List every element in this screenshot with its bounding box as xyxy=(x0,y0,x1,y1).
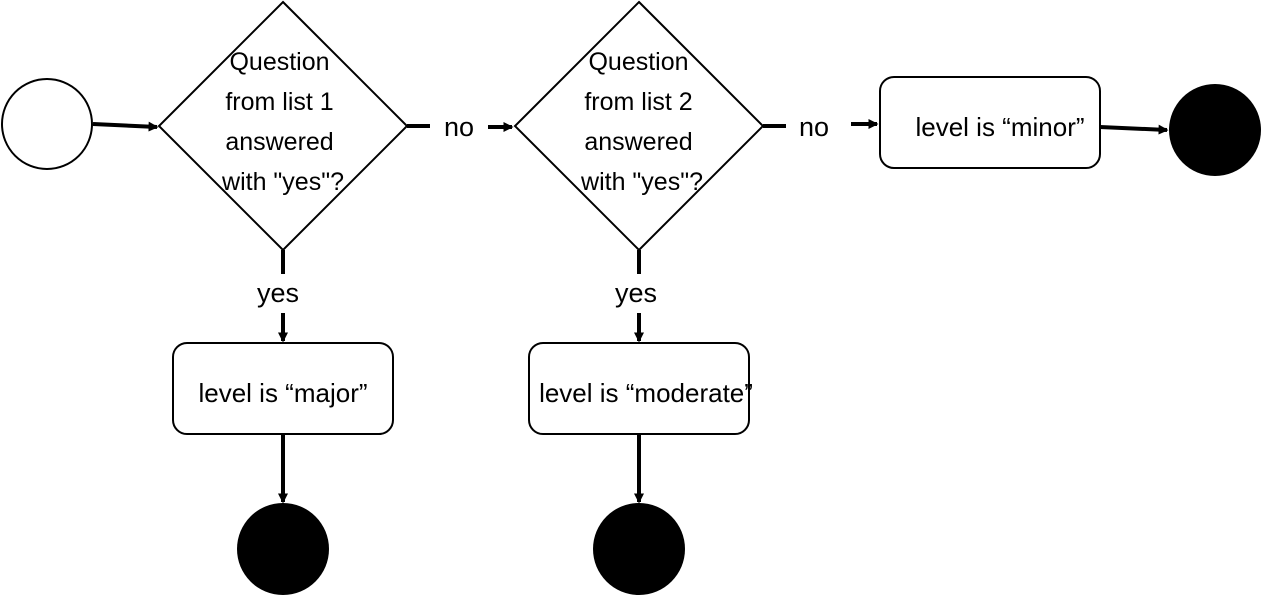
decision1-line-2: from list 1 xyxy=(225,88,333,116)
decision1-yes-label: yes xyxy=(257,278,299,308)
decision2-no-label: no xyxy=(799,112,829,142)
decision1-diamond xyxy=(157,0,409,252)
decision2-line-4: with "yes"? xyxy=(580,168,703,196)
decision1-line-4: with "yes"? xyxy=(221,168,344,196)
edge-start-to-decision1 xyxy=(92,121,159,132)
decision1-line-3: answered xyxy=(225,128,333,156)
decision1-text: Question from list 1 answered with "yes"… xyxy=(221,48,344,196)
decision2-text: Question from list 2 answered with "yes"… xyxy=(580,48,703,196)
decision1-no-label: no xyxy=(444,112,474,142)
decision2-line-2: from list 2 xyxy=(584,88,692,116)
final-node-minor xyxy=(1169,84,1261,176)
decision1-line-1: Question xyxy=(229,48,329,76)
action-moderate-label: level is “moderate” xyxy=(539,378,753,408)
decision2-yes-label: yes xyxy=(615,278,657,308)
decision2-line-1: Question xyxy=(588,48,688,76)
decision2-diamond xyxy=(513,0,765,252)
action-minor-label: level is “minor” xyxy=(915,112,1084,142)
final-node-moderate xyxy=(593,503,685,595)
decision2-line-3: answered xyxy=(584,128,692,156)
final-node-major xyxy=(237,503,329,595)
edge-minor-to-final xyxy=(1099,124,1169,135)
initial-node xyxy=(1,78,93,170)
action-major-label: level is “major” xyxy=(198,378,367,408)
action-minor xyxy=(879,76,1101,169)
